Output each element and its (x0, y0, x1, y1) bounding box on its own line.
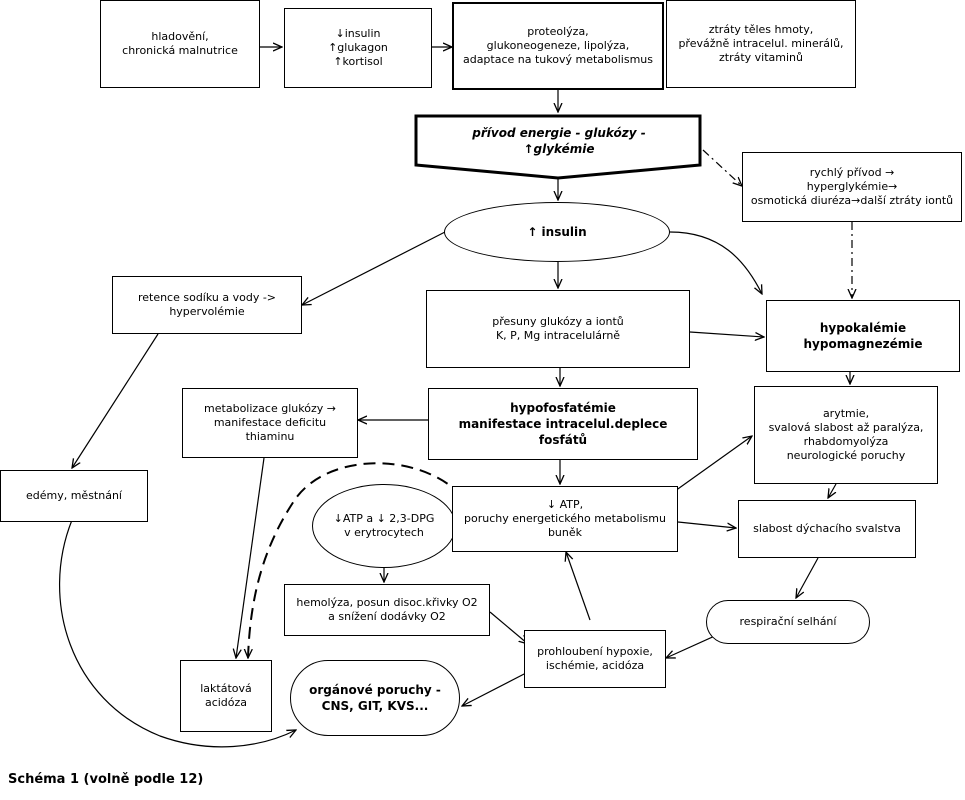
node-hemolyza-label: hemolýza, posun disoc.křivky O2 a snížen… (296, 596, 478, 623)
node-retence: retence sodíku a vody -> hypervolémie (112, 276, 302, 334)
edge-prohloubeni-atp (566, 552, 591, 621)
node-laktatova-label: laktátová acidóza (200, 682, 252, 709)
node-insulin-up: ↑ insulin (444, 202, 670, 262)
edge-metabolizace-laktatova (236, 457, 265, 658)
node-ztraty-label: ztráty těles hmoty, převážně intracelul.… (678, 23, 844, 64)
node-hemolyza: hemolýza, posun disoc.křivky O2 a snížen… (284, 584, 490, 636)
node-atp-poruchy: ↓ ATP, poruchy energetického metabolismu… (452, 486, 678, 552)
node-organove-label: orgánové poruchy - CNS, GIT, KVS... (309, 683, 441, 713)
node-presuny-label: přesuny glukózy a iontů K, P, Mg intrace… (492, 315, 624, 342)
node-hypofosfatemie: hypofosfatémie manifestace intracelul.de… (428, 388, 698, 460)
node-insulin-up-label: ↑ insulin (527, 225, 587, 239)
node-edemy: edémy, městnání (0, 470, 148, 522)
edge-privod-rychly (702, 149, 742, 186)
edge-arytmie-slabost (828, 483, 837, 498)
node-retence-label: retence sodíku a vody -> hypervolémie (137, 291, 277, 318)
edge-edemy-organove (59, 519, 296, 748)
node-organove: orgánové poruchy - CNS, GIT, KVS... (290, 660, 460, 736)
node-rychly: rychlý přívod → hyperglykémie→ osmotická… (742, 152, 962, 222)
edge-atp-slabost (677, 521, 736, 528)
node-slabost-label: slabost dýchacího svalstva (753, 522, 901, 535)
node-hladoveni: hladovění, chronická malnutrice (100, 0, 260, 88)
node-metabolizace: metabolizace glukózy → manifestace defic… (182, 388, 358, 458)
edge-atp-arytmie (667, 436, 752, 497)
node-respiracni-label: respirační selhání (739, 615, 837, 628)
node-atp-dpg-label: ↓ATP a ↓ 2,3-DPG v erytrocytech (333, 512, 435, 539)
edge-insulin-hypokalemie (669, 231, 762, 294)
node-insulin-glukagon-label: ↓insulin ↑glukagon ↑kortisol (328, 27, 388, 68)
node-respiracni: respirační selhání (706, 600, 870, 644)
node-proteolyza: proteolýza, glukoneogeneze, lipolýza, ad… (452, 2, 664, 90)
node-arytmie-label: arytmie, svalová slabost až paralýza, rh… (768, 407, 924, 462)
node-arytmie: arytmie, svalová slabost až paralýza, rh… (754, 386, 938, 484)
node-hypokalemie-label: hypokalémie hypomagnezémie (803, 321, 923, 351)
node-hypofosfatemie-label: hypofosfatémie manifestace intracelul.de… (458, 401, 668, 447)
node-prohloubeni-label: prohloubení hypoxie, ischémie, acidóza (537, 645, 653, 672)
node-privod: přívod energie - glukózy - ↑glykémie (420, 118, 698, 164)
edge-presuny-hypokalemie (689, 331, 764, 337)
node-rychly-label: rychlý přívod → hyperglykémie→ osmotická… (750, 166, 954, 207)
node-atp-dpg: ↓ATP a ↓ 2,3-DPG v erytrocytech (312, 484, 456, 568)
node-slabost: slabost dýchacího svalstva (738, 500, 916, 558)
node-hypokalemie: hypokalémie hypomagnezémie (766, 300, 960, 372)
privod-shape (414, 114, 702, 180)
edge-insulin-retence (302, 231, 446, 305)
edge-prohloubeni-organove (462, 671, 529, 706)
node-insulin-glukagon: ↓insulin ↑glukagon ↑kortisol (284, 8, 432, 88)
node-hladoveni-label: hladovění, chronická malnutrice (122, 30, 238, 57)
edge-hemolyza-prohloubeni (489, 611, 528, 644)
node-prohloubeni: prohloubení hypoxie, ischémie, acidóza (524, 630, 666, 688)
node-metabolizace-label: metabolizace glukózy → manifestace defic… (204, 402, 336, 443)
node-laktatova: laktátová acidóza (180, 660, 272, 732)
diagram-caption: Schéma 1 (volně podle 12) (8, 772, 204, 787)
node-presuny: přesuny glukózy a iontů K, P, Mg intrace… (426, 290, 690, 368)
edge-retence-edemy (72, 333, 159, 468)
node-atp-poruchy-label: ↓ ATP, poruchy energetického metabolismu… (464, 498, 666, 539)
node-ztraty: ztráty těles hmoty, převážně intracelul.… (666, 0, 856, 88)
node-edemy-label: edémy, městnání (25, 489, 122, 502)
node-proteolyza-label: proteolýza, glukoneogeneze, lipolýza, ad… (462, 25, 654, 66)
edge-slabost-respiracni (796, 557, 819, 598)
node-privod-label: přívod energie - glukózy - ↑glykémie (472, 126, 646, 156)
